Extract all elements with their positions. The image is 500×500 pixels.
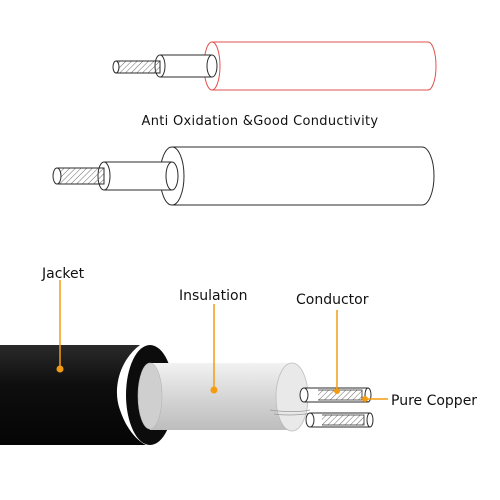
jacket-shape <box>0 345 146 445</box>
bottom-cable-cutaway <box>0 345 374 445</box>
middle-cable-sheath <box>172 146 435 206</box>
top-cable-conductor <box>116 60 161 74</box>
leader-lines <box>56 280 388 402</box>
label-pure-copper: Pure Copper <box>391 393 478 409</box>
pure-copper-dot <box>362 396 368 402</box>
label-conductor: Conductor <box>296 292 369 308</box>
top-cable-illustration <box>112 41 437 91</box>
top-cable-insulation <box>160 54 213 78</box>
label-insulation: Insulation <box>179 288 248 304</box>
insulation-dot <box>210 386 218 394</box>
caption-anti-oxidation: Anti Oxidation &Good Conductivity <box>141 114 379 129</box>
jacket-dot <box>56 365 64 373</box>
label-jacket: Jacket <box>42 266 85 282</box>
insulation-shape <box>142 363 299 430</box>
middle-cable-insulation <box>104 161 173 191</box>
conductor-dot <box>334 388 340 394</box>
middle-cable-illustration <box>52 146 435 206</box>
middle-cable-conductor <box>57 167 105 185</box>
top-cable-sheath <box>212 41 437 91</box>
